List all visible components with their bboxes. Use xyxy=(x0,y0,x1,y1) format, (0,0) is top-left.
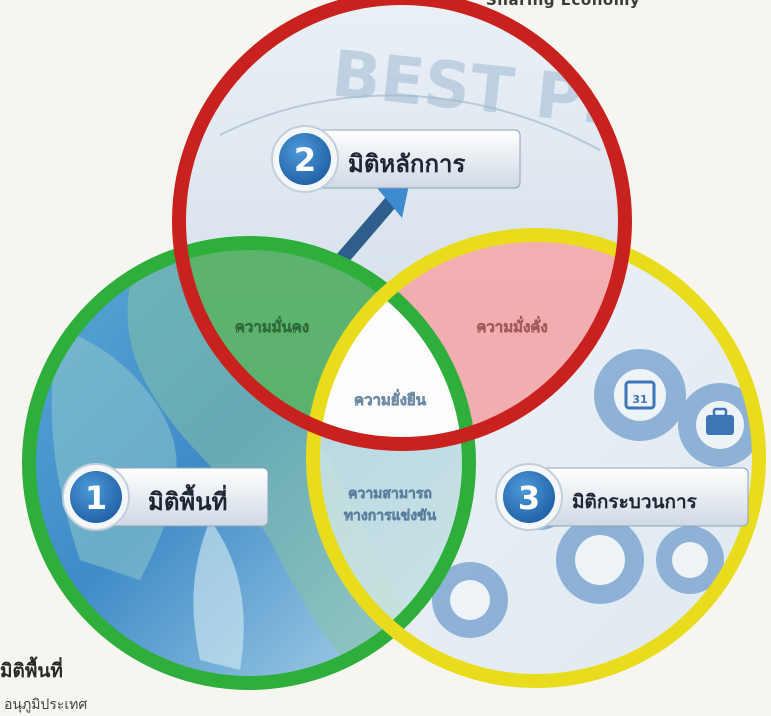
label-center: ความยั่งยืน xyxy=(354,389,427,409)
label-competitiveness-line2: ทางการแข่งขัน xyxy=(344,508,437,524)
dimension-2-number: 2 xyxy=(294,141,316,179)
area-ring xyxy=(22,236,476,690)
dimension-2-badge: 2 มิติหลักการ xyxy=(271,125,521,193)
dimension-1-label: มิติพื้นที่ xyxy=(148,483,227,516)
process-ring xyxy=(306,228,766,688)
dimension-3-label: มิติกระบวนการ xyxy=(572,491,698,513)
briefcase-icon xyxy=(706,407,734,435)
dimension-3-badge: 3 มิติกระบวนการ xyxy=(495,463,749,531)
svg-text:31: 31 xyxy=(632,393,647,406)
footer-subtitle: อนุภูมิประเทศ xyxy=(4,697,88,713)
dimension-2-label: มิติหลักการ xyxy=(348,150,465,178)
label-prosperity: ความมั่งคั่ง xyxy=(476,316,547,336)
dimension-1-badge: 1 มิติพื้นที่ xyxy=(62,463,269,531)
calendar-icon: 31 xyxy=(624,380,656,410)
label-security: ความมั่นคง xyxy=(235,316,309,336)
header-fragment: Sharing Economy xyxy=(486,0,641,9)
dimension-3-number: 3 xyxy=(518,479,540,517)
dimension-1-number: 1 xyxy=(85,479,107,517)
principle-ring xyxy=(172,0,632,451)
label-competitiveness-line1: ความสามารถ xyxy=(348,486,432,502)
center-overlap-area xyxy=(313,243,469,444)
footer-title: มิติพื้นที่ xyxy=(0,660,63,682)
